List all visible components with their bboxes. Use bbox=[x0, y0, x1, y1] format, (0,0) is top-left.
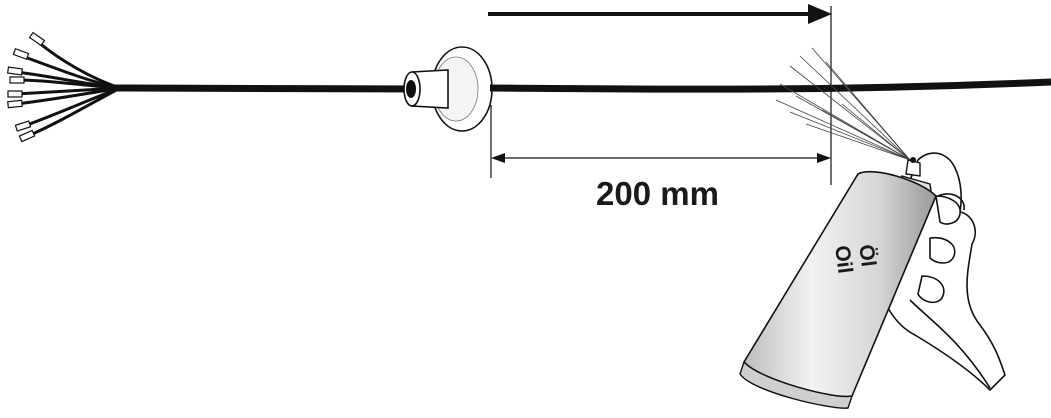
wire-terminals bbox=[6, 31, 46, 143]
cable-grommet bbox=[403, 46, 493, 132]
spray-can bbox=[739, 157, 937, 409]
can-label-german: Öl bbox=[854, 243, 880, 268]
can-label: Öl Oil bbox=[830, 243, 880, 275]
dimension-label: 200 mm bbox=[596, 175, 719, 212]
direction-arrow bbox=[488, 4, 832, 24]
dimension-line bbox=[490, 105, 831, 178]
fingers bbox=[917, 195, 961, 304]
wire-bundle bbox=[14, 40, 122, 138]
spray-mist bbox=[775, 47, 911, 161]
can-label-english: Oil bbox=[830, 244, 856, 275]
cable-right-segment bbox=[489, 78, 1051, 93]
cable-left-segment bbox=[111, 84, 424, 93]
